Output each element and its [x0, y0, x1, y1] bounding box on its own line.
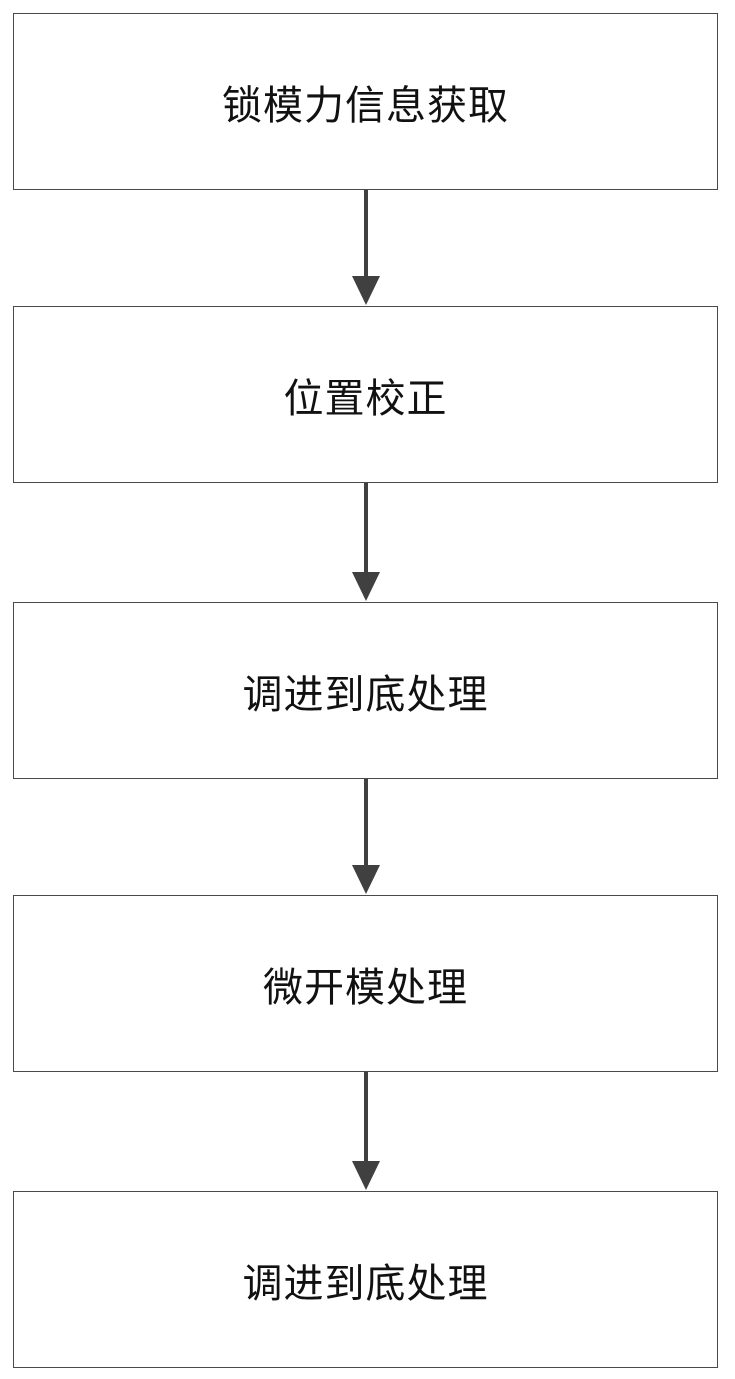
flow-step-label: 位置校正	[283, 375, 448, 422]
flow-step-label: 微开模处理	[263, 964, 468, 1011]
flow-step-2: 位置校正	[13, 306, 718, 483]
flow-step-1: 锁模力信息获取	[13, 13, 718, 190]
flow-step-label: 锁模力信息获取	[222, 82, 509, 129]
arrow-3-to-4	[352, 779, 380, 894]
flow-step-3: 调进到底处理	[13, 602, 718, 779]
arrow-2-to-3	[352, 483, 380, 601]
arrow-4-to-5	[352, 1072, 380, 1190]
flow-step-label: 调进到底处理	[242, 1260, 489, 1307]
flow-step-5: 调进到底处理	[13, 1191, 718, 1368]
flow-step-label: 调进到底处理	[242, 671, 489, 718]
arrow-1-to-2	[352, 190, 380, 305]
flow-step-4: 微开模处理	[13, 895, 718, 1072]
